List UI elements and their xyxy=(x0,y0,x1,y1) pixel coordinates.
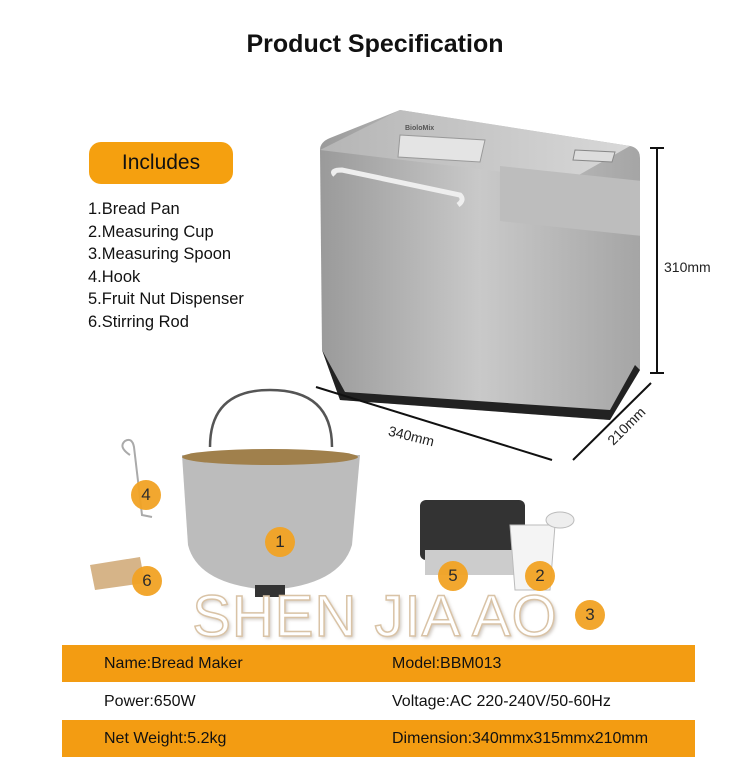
bread-maker-image: BioloMix xyxy=(315,110,664,461)
badge-1: 1 xyxy=(265,527,295,557)
spec-dimension: Dimension:340mmx315mmx210mm xyxy=(392,730,649,747)
spec-voltage: Voltage:AC 220-240V/50-60Hz xyxy=(392,693,611,710)
height-label: 310mm xyxy=(664,259,711,275)
list-item: 1.Bread Pan xyxy=(88,200,180,218)
includes-label: Includes xyxy=(89,142,233,184)
list-item: 3.Measuring Spoon xyxy=(88,245,232,264)
badge-4: 4 xyxy=(131,480,161,510)
includes-list: 1.Bread Pan 2.Measuring Cup 3.Measuring … xyxy=(88,198,244,334)
spec-power: Power:650W xyxy=(104,693,196,710)
badge-2: 2 xyxy=(525,561,555,591)
list-item: 5.Fruit Nut Dispenser xyxy=(88,290,244,309)
spec-row: Power:650W Voltage:AC 220-240V/50-60Hz xyxy=(62,683,695,720)
badge-5: 5 xyxy=(438,561,468,591)
list-item: 6.Stirring Rod xyxy=(88,312,189,331)
page-title: Product Specification xyxy=(246,30,504,58)
spec-name: Name:Bread Maker xyxy=(104,655,243,672)
spec-weight: Net Weight:5.2kg xyxy=(104,730,227,747)
list-item: 4.Hook xyxy=(88,267,141,286)
badge-6: 6 xyxy=(132,566,162,596)
spec-model: Model:BBM013 xyxy=(392,655,502,672)
spec-row: Name:Bread Maker Model:BBM013 xyxy=(62,645,695,682)
spec-row: Net Weight:5.2kg Dimension:340mmx315mmx2… xyxy=(62,720,695,757)
watermark: SHEN JIA AO xyxy=(191,583,558,650)
list-item: 2.Measuring Cup xyxy=(88,222,214,241)
accessories-image xyxy=(90,388,575,597)
badge-3: 3 xyxy=(575,600,605,630)
brand-logo: BioloMix xyxy=(405,125,434,132)
